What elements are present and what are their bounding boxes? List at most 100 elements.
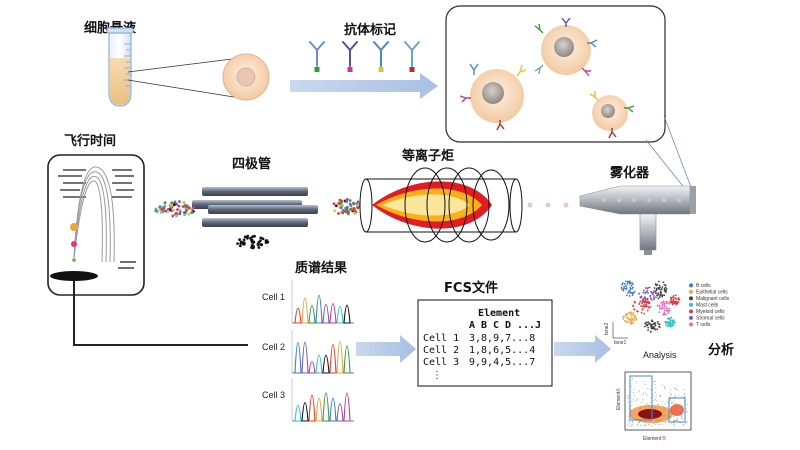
tsne-point xyxy=(641,308,644,310)
tsne-point xyxy=(667,312,670,314)
tsne-point xyxy=(654,323,656,326)
ion-dot xyxy=(171,214,175,218)
density-point xyxy=(654,391,656,393)
tsne-point xyxy=(630,316,633,319)
tsne-point xyxy=(632,313,635,316)
tsne-point xyxy=(624,280,627,283)
tsne-point xyxy=(659,290,662,293)
ion-dot xyxy=(161,210,165,214)
tsne-point xyxy=(658,284,661,287)
tsne-point xyxy=(644,287,647,289)
density-point xyxy=(673,403,675,405)
ms-peak xyxy=(308,394,316,422)
tsne-legend-swatch xyxy=(689,309,693,314)
tsne-point xyxy=(665,302,668,305)
tsne-point xyxy=(649,297,652,300)
density-point xyxy=(644,393,646,395)
density-point xyxy=(653,400,655,402)
fcs-row-values: 1,8,6,5...4 xyxy=(469,345,535,356)
tsne-point xyxy=(671,301,674,304)
density-point xyxy=(676,419,678,421)
ion-dot xyxy=(172,202,176,206)
ion-dot xyxy=(163,201,167,205)
tsne-point xyxy=(626,283,628,285)
tsne-point xyxy=(663,309,666,312)
tsne-point xyxy=(645,303,648,306)
tsne-point xyxy=(671,323,673,326)
ion-dot xyxy=(340,199,344,203)
tsne-point xyxy=(646,287,649,290)
tsne-point xyxy=(671,296,674,299)
tsne-point xyxy=(626,316,629,319)
tsne-point xyxy=(622,289,625,292)
ion-dot xyxy=(346,205,349,209)
ion-dot xyxy=(348,199,352,202)
density-point xyxy=(649,402,651,404)
ion-dot xyxy=(260,243,263,247)
ms-peak xyxy=(336,403,344,422)
density-point xyxy=(672,402,674,404)
tsne-point xyxy=(644,322,646,325)
ion-dot xyxy=(183,213,186,216)
density-point xyxy=(677,417,679,419)
ion-dot xyxy=(182,201,186,204)
ion-dot xyxy=(256,243,260,247)
density-point xyxy=(659,423,661,425)
density-point xyxy=(664,423,666,425)
tsne-point xyxy=(631,282,633,284)
tsne-point xyxy=(651,326,654,329)
tsne-point xyxy=(647,329,650,332)
density-point xyxy=(686,403,688,405)
tsne-point xyxy=(677,301,680,304)
density-point xyxy=(653,381,655,383)
density-point xyxy=(666,401,668,403)
ion-dot xyxy=(170,201,174,205)
ion-dot xyxy=(352,202,356,206)
tsne-point xyxy=(662,313,664,316)
tsne-point xyxy=(666,308,669,311)
tsne-point xyxy=(646,300,649,303)
density-point xyxy=(631,424,633,426)
density-point xyxy=(670,394,672,396)
ms-peak xyxy=(322,304,330,324)
density-point xyxy=(651,425,653,427)
density-point xyxy=(665,388,667,390)
tsne-point xyxy=(643,299,646,302)
density-point xyxy=(675,403,677,405)
ion-dot xyxy=(261,237,265,241)
density-point xyxy=(657,424,659,426)
tsne-point xyxy=(631,321,634,324)
ms-peak xyxy=(294,404,302,422)
ms-cell-label: Cell 3 xyxy=(262,390,285,400)
tsne-point xyxy=(621,282,624,284)
tsne-point xyxy=(650,324,653,326)
density-plot: ElementA ElementB xyxy=(616,371,692,442)
tsne-point xyxy=(677,297,680,299)
density-point xyxy=(675,396,677,398)
tsne-point xyxy=(672,294,675,297)
density-point xyxy=(628,401,630,403)
tsne-point xyxy=(656,328,659,331)
density-point xyxy=(655,397,657,399)
density-point xyxy=(646,394,648,396)
tsne-point xyxy=(647,305,649,308)
density-point xyxy=(653,422,655,424)
tsne-point xyxy=(666,320,669,323)
density-point xyxy=(659,395,661,397)
tsne-point xyxy=(640,295,642,298)
tsne-point xyxy=(665,324,668,327)
density-point xyxy=(637,399,639,401)
tsne-point xyxy=(658,304,661,307)
ion-dot xyxy=(339,202,343,205)
ion-dot xyxy=(265,239,269,243)
tsne-point xyxy=(653,322,656,324)
tsne-point xyxy=(643,325,646,328)
tsne-point xyxy=(665,313,668,316)
tsne-point xyxy=(643,303,645,306)
density-point xyxy=(628,425,630,427)
tsne-point xyxy=(642,305,645,308)
density-point xyxy=(686,411,688,413)
tsne-point xyxy=(621,283,624,286)
